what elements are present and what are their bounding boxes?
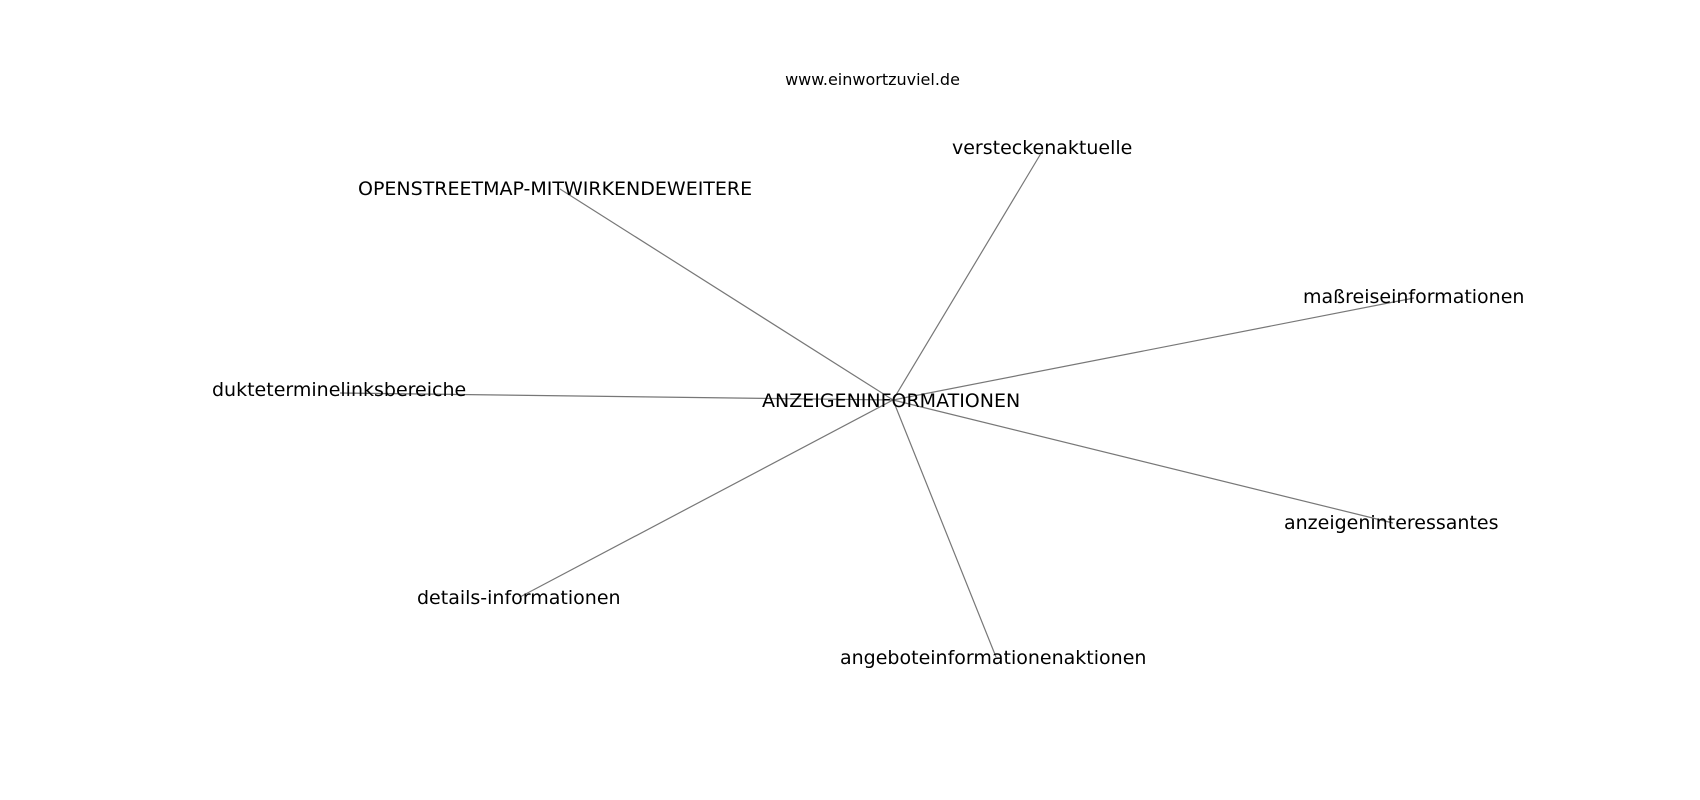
edge-angeboteinformationenaktionen [892,399,997,658]
edge-details-informationen [519,399,894,598]
node-details-informationen: details-informationen [417,587,621,609]
edge-anzeigeninteressantes [892,399,1394,524]
node-openstreetmap-mitwirkendeweitere: OPENSTREETMAP-MITWIRKENDEWEITERE [358,178,753,200]
diagram-title: www.einwortzuviel.de [785,70,960,89]
edge-openstreetmap-mitwirkendeweitere [559,188,894,401]
center-node: ANZEIGENINFORMATIONEN [762,390,1021,412]
edge-dukteterminelinksbereiche [339,392,894,401]
node-angeboteinformationenaktionen: angeboteinformationenaktionen [840,647,1147,669]
node-anzeigeninteressantes: anzeigeninteressantes [1284,512,1499,534]
node-versteckenaktuelle: versteckenaktuelle [952,137,1133,159]
edge-versteckenaktuelle [892,149,1044,401]
node-dukteterminelinksbereiche: dukteterminelinksbereiche [212,379,467,401]
node-massreiseinformationen: maßreiseinformationen [1303,286,1525,308]
edge-massreiseinformationen [892,297,1415,401]
